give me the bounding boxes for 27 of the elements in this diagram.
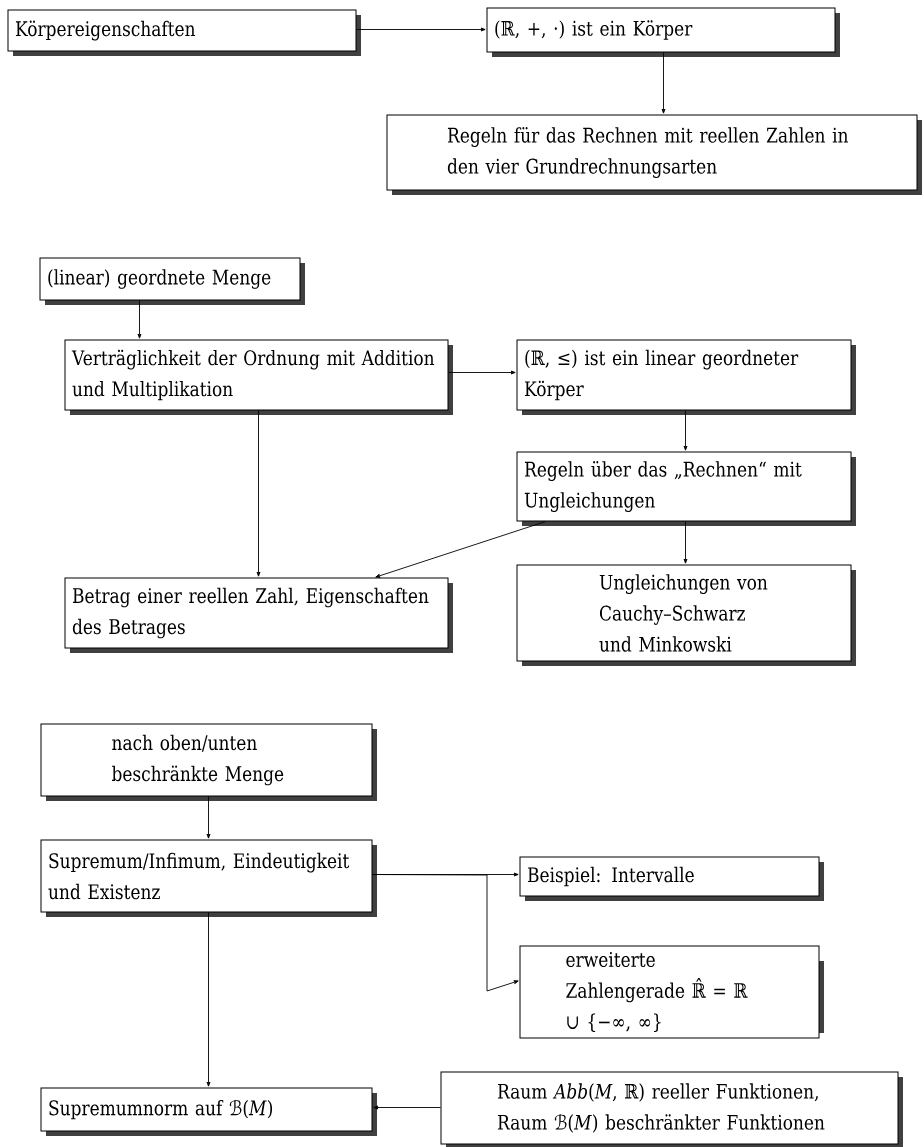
process-box: erweiterte Zahlengerade ℝ̂ = ℝ ∪ {−∞, ∞} (519, 945, 824, 1039)
arrow (137, 300, 142, 339)
arrow (373, 1105, 441, 1110)
process-box: Verträglichkeit der Ordnung mit Addition und Multiplikation (64, 339, 453, 415)
arrow (683, 410, 688, 451)
process-box: Supremum/Infimum, Eindeutigkeit und Existenz (40, 839, 377, 917)
arrow (356, 27, 486, 32)
process-box: (ℝ, ≤) ist ein linear geordneter Körper (516, 339, 856, 415)
process-box: Ungleichungen von Cauchy–Schwarz und Minkowski (516, 564, 856, 666)
arrow (256, 410, 261, 577)
arrow (375, 521, 546, 578)
process-box: nach oben/unten beschränkte Menge (40, 723, 377, 801)
process-box: Regeln über das „Rechnen“ mit Ungleichungen (516, 451, 856, 526)
process-box: (linear) geordnete Menge (39, 257, 305, 305)
process-box: Raum Abb(M, ℝ) reeller Funktionen, Raum ℬ(M) beschränkter Funktionen (440, 1071, 903, 1147)
process-box: Betrag einer reellen Zahl, Eigenschaften des Betrages (64, 577, 453, 653)
process-box: Beispiel: Intervalle (519, 856, 824, 901)
arrow (448, 370, 516, 375)
arrow (206, 912, 211, 1087)
arrow (372, 874, 519, 992)
process-box: Supremumnorm auf ℬ(M) (40, 1087, 377, 1136)
process-box: (ℝ, +, ·) ist ein Körper (486, 7, 840, 57)
arrow (206, 796, 211, 839)
process-box: Körpereigenschaften (7, 9, 361, 56)
arrow (683, 521, 688, 564)
arrow (661, 52, 666, 114)
process-box: Regeln für das Rechnen mit reellen Zahlen in den vier Grundrechnungsarten (386, 114, 922, 195)
